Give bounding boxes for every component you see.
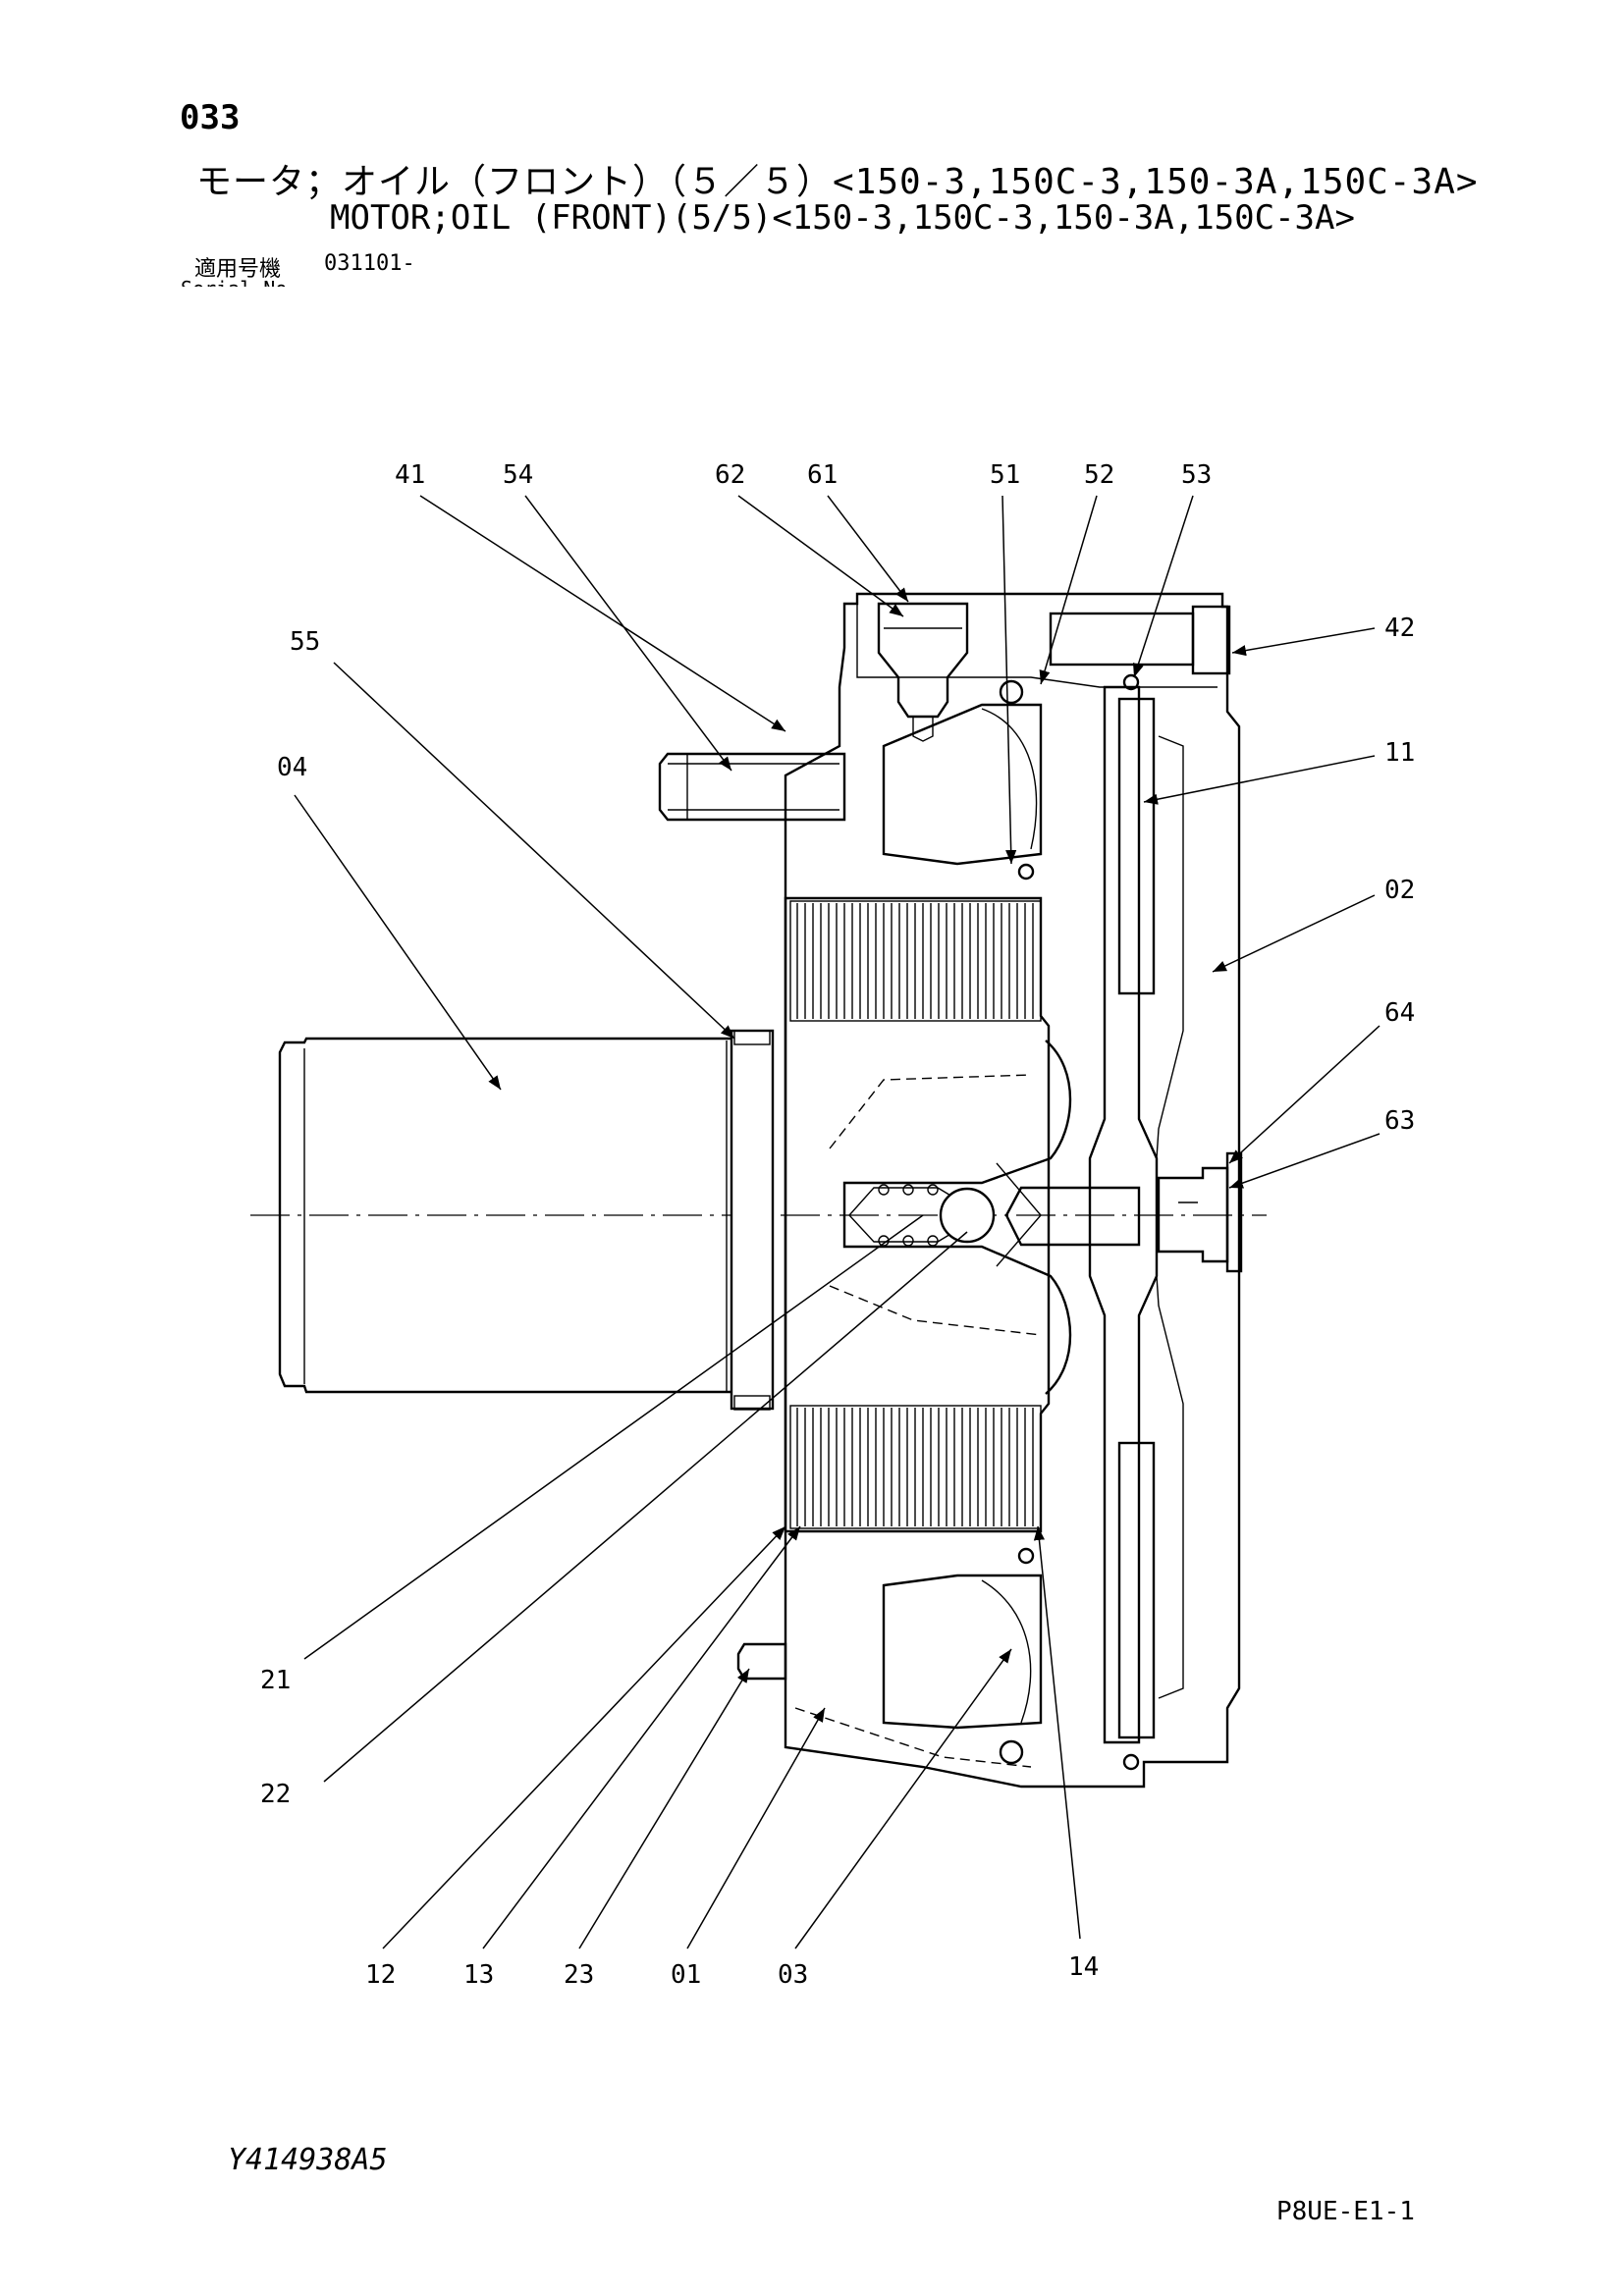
callout-01: 01: [671, 1960, 701, 1990]
hidden-passage-bottom: [794, 1707, 1032, 1768]
callout-11: 11: [1384, 738, 1415, 768]
title-english: MOTOR;OIL (FRONT)(5/5)<150-3,150C-3,150-…: [330, 198, 1355, 238]
sheet-code: P8UE-E1-1: [1276, 2197, 1415, 2226]
collar: [730, 1029, 775, 1411]
callout-52: 52: [1084, 460, 1114, 490]
o-ring-53: [1122, 673, 1140, 691]
relief-valve-stem: [912, 717, 934, 742]
disk-plates-bottom: [796, 1408, 1034, 1526]
callout-13: 13: [463, 1960, 494, 1990]
pocket-lower: [882, 1574, 1043, 1730]
shaft: [278, 1037, 738, 1394]
valve-plate-bottom: [1117, 1441, 1156, 1739]
pocket-lower-arc: [981, 1579, 1032, 1724]
title-japanese: モータ；オイル（フロント）（５／５）<150-3,150C-3,150-3A,1…: [196, 162, 1479, 202]
collar-ring-bottom: [733, 1395, 771, 1411]
callout-63: 63: [1384, 1106, 1415, 1136]
callout-42: 42: [1384, 614, 1415, 643]
pin: [658, 752, 846, 822]
callout-14: 14: [1068, 1952, 1099, 1982]
serial-label: 適用号機: [194, 257, 282, 282]
housing-outline: [784, 592, 1241, 1789]
disk-plates-top: [796, 903, 1034, 1019]
pocket-upper: [882, 703, 1043, 866]
callout-61: 61: [807, 460, 838, 490]
pocket-upper-arc: [981, 708, 1038, 850]
leader-lines: [294, 495, 1380, 1949]
valve-plate: [1088, 685, 1159, 1744]
callout-54: 54: [503, 460, 533, 490]
bolt-head: [1191, 605, 1231, 675]
center-pin: [1004, 1186, 1141, 1247]
callout-53: 53: [1181, 460, 1212, 490]
page-number: 033: [180, 98, 241, 137]
o-ring-lower-2: [999, 1739, 1024, 1765]
serial-value: 031101-: [324, 251, 415, 276]
o-ring-52: [1017, 863, 1035, 881]
o-ring-lower-1: [1017, 1547, 1035, 1565]
serial-label-english: Serial No.: [181, 277, 298, 287]
o-ring-51: [999, 679, 1024, 705]
callout-55: 55: [290, 627, 320, 657]
callout-41: 41: [395, 460, 425, 490]
friction-disk-stack-top: [789, 900, 1042, 1022]
cone-seat: [996, 1162, 1042, 1267]
valve-plate-top: [1117, 697, 1156, 995]
o-ring-lower-3: [1122, 1753, 1140, 1771]
mounting-bolt: [1049, 612, 1195, 667]
callout-51: 51: [990, 460, 1020, 490]
drawing-code: Y414938A5: [228, 2143, 388, 2177]
callout-12: 12: [365, 1960, 396, 1990]
callout-04: 04: [277, 753, 307, 782]
cover-curve-bottom: [1156, 1275, 1184, 1699]
callout-03: 03: [778, 1960, 808, 1990]
hidden-passage-top: [829, 1074, 1032, 1149]
friction-disk-stack-bottom: [789, 1405, 1042, 1529]
callout-02: 02: [1384, 876, 1415, 905]
callout-21: 21: [260, 1666, 291, 1695]
relief-valve-body: [877, 602, 969, 719]
callout-62: 62: [715, 460, 745, 490]
callout-64: 64: [1384, 998, 1415, 1028]
callout-22: 22: [260, 1780, 291, 1809]
hidden-passage-mid: [829, 1285, 1042, 1336]
lower-pin: [736, 1642, 787, 1681]
callout-23: 23: [564, 1960, 594, 1990]
check-ball: [939, 1187, 996, 1244]
housing-step: [856, 604, 1218, 688]
central-piston: [842, 1040, 1072, 1395]
cover-curve-top: [1156, 735, 1184, 1159]
